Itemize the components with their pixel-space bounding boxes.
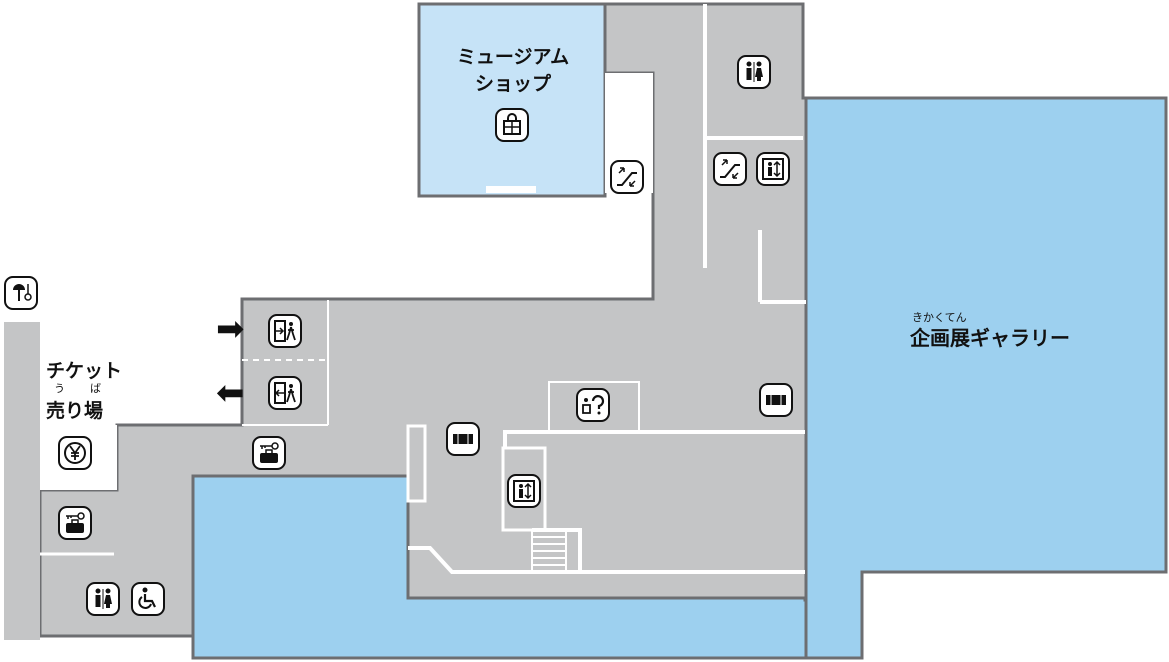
escalator-icon [610, 160, 644, 194]
elevator-icon [756, 152, 790, 186]
exhibition-gallery-area [804, 96, 1168, 660]
accessible-restroom-icon [131, 582, 165, 616]
restroom-icon [86, 582, 120, 616]
left-strip [4, 322, 40, 640]
escalator-icon [713, 152, 747, 186]
gallery-ruby: きかくてん [912, 311, 967, 324]
shop-door [486, 186, 536, 193]
entrance-icon [268, 314, 302, 348]
ticket-ruby-u: う [54, 382, 65, 395]
exit-arrow-icon: ⬅ [216, 373, 245, 413]
yen-icon [58, 436, 92, 470]
gallery-label: 企画展ギャラリー [910, 326, 1070, 350]
museum-shop-area [417, 2, 607, 198]
ticket-ruby-ba: ば [90, 382, 101, 395]
umbrella-stand-icon [4, 276, 38, 310]
restroom-icon [737, 55, 771, 89]
entrance-arrow-icon: ➡ [216, 309, 245, 349]
shopping-icon [495, 108, 529, 142]
ticket-gate-icon [446, 422, 480, 456]
locker-icon [58, 506, 92, 540]
elevator-icon [507, 474, 541, 508]
exit-icon [268, 376, 302, 410]
museum-shop-label: ミュージアム ショップ [456, 46, 570, 95]
ticket-gate-icon [759, 383, 793, 417]
ticket-label-line2: 売り場 [46, 400, 104, 422]
ticket-label-line1: チケット [46, 360, 123, 382]
information-icon [576, 388, 610, 422]
locker-icon [252, 436, 286, 470]
